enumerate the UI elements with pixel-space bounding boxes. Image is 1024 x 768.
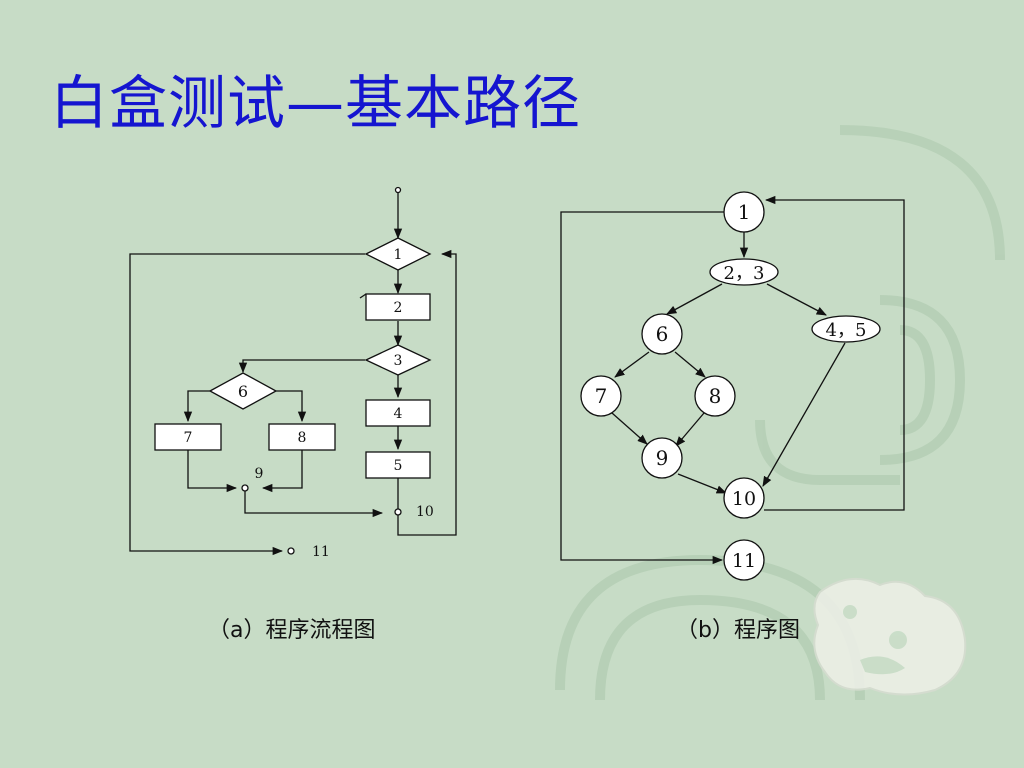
graph-node-10: [723, 477, 765, 519]
flow-label-8: 8: [298, 430, 307, 446]
flowchart: [129, 186, 457, 556]
graph-label-11: 11: [732, 550, 756, 572]
exit-node-11: [287, 547, 295, 555]
process-node-5: [365, 451, 431, 479]
graph-node-2-3: [709, 258, 779, 286]
process-node-2: [365, 293, 431, 321]
flow-label-3: 3: [394, 353, 403, 369]
graph-node-11: [723, 539, 765, 581]
junction-node-9: [241, 484, 249, 492]
graph-node-6: [641, 313, 683, 355]
decision-node-6: [208, 372, 278, 410]
flowchart-caption: （a）程序流程图: [208, 618, 376, 643]
junction-node-10: [394, 508, 402, 516]
program-graph-edges: [560, 195, 905, 565]
graph-node-4-5: [811, 315, 881, 343]
graph-label-9: 9: [656, 446, 669, 470]
graph-label-7: 7: [595, 384, 608, 408]
graph-label-1: 1: [738, 200, 751, 224]
decision-node-1: [364, 237, 432, 271]
graph-node-1: [723, 191, 765, 233]
flow-label-4: 4: [394, 406, 403, 422]
graph-label-8: 8: [709, 384, 722, 408]
graph-label-2-3: 2，3: [724, 263, 765, 284]
flow-label-6: 6: [238, 382, 248, 401]
graph-label-10: 10: [732, 488, 756, 510]
graph-node-9: [641, 437, 683, 479]
graph-label-4-5: 4，5: [826, 320, 867, 341]
graph-node-8: [694, 375, 736, 417]
process-node-8: [268, 423, 336, 451]
flow-label-10: 10: [416, 504, 434, 520]
flow-label-2: 2: [394, 300, 403, 316]
flow-label-1: 1: [394, 247, 403, 263]
flow-label-5: 5: [394, 458, 403, 474]
program-graph-nodes: [580, 191, 881, 581]
graph-label-6: 6: [656, 322, 669, 346]
program-graph-caption: （b）程序图: [676, 618, 800, 643]
graph-node-7: [580, 375, 622, 417]
flow-label-7: 7: [184, 430, 193, 446]
flow-label-9: 9: [255, 466, 264, 482]
slide-title: 白盒测试—基本路径: [50, 69, 582, 137]
decision-node-3: [364, 344, 432, 376]
flow-label-11: 11: [312, 544, 330, 560]
process-node-7: [154, 423, 222, 451]
process-node-4: [365, 399, 431, 427]
